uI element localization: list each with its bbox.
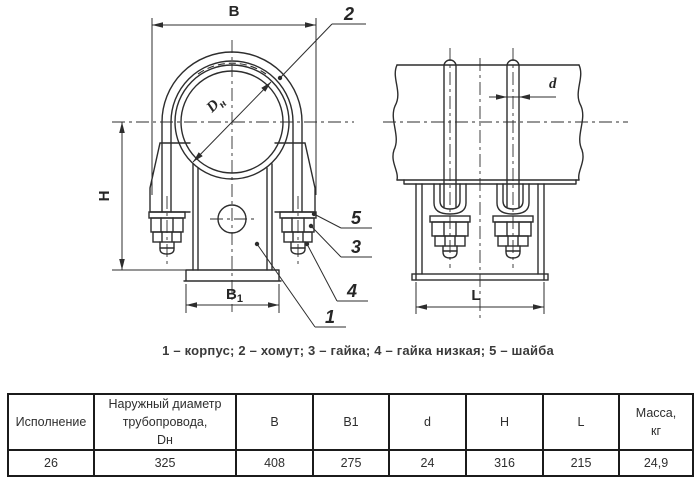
pipe-inner-circle — [180, 70, 284, 174]
table-header-cell: Исполнение — [7, 392, 95, 452]
table-header-cell: Масса, кг — [618, 392, 694, 452]
table-header-cell: B — [235, 392, 314, 452]
table-cell: 24,9 — [618, 449, 694, 478]
low-nut — [283, 231, 313, 243]
corpus-side — [403, 179, 577, 281]
l-label: L — [471, 287, 480, 304]
table-header-cell: d — [388, 392, 467, 452]
right-channel-inner — [502, 183, 524, 210]
callout-1: 1 — [254, 241, 346, 328]
table-cell: 316 — [465, 449, 544, 478]
left-channel-inner — [439, 183, 461, 210]
table-header-cell: L — [542, 392, 620, 452]
table-header-cell: H — [465, 392, 544, 452]
low-nut — [434, 235, 466, 247]
corpus-walls — [415, 183, 545, 281]
left-nut-stack — [148, 211, 186, 255]
table-data-row: 26 325 408 275 24 316 215 24,9 — [7, 449, 694, 478]
h-label: H — [96, 191, 113, 202]
dimensions-table: Исполнение Наружный диаметр трубопровода… — [7, 392, 694, 478]
dimension-B: B — [151, 3, 317, 195]
low-nut — [152, 231, 182, 243]
side-view-centerlines — [383, 48, 628, 318]
corpus-lugs — [149, 142, 316, 213]
break-line-left — [392, 64, 399, 181]
table-cell: 26 — [7, 449, 95, 478]
table-cell: 24 — [388, 449, 467, 478]
svg-text:5: 5 — [351, 208, 362, 228]
corpus-body — [183, 163, 282, 282]
corpus-hole — [217, 204, 247, 234]
front-view: Dн — [96, 3, 372, 328]
dimension-H: H — [96, 122, 186, 271]
dimension-L: L — [415, 282, 545, 314]
u-bolt-rods — [443, 59, 520, 208]
part-callouts: 2 5 3 4 — [254, 4, 372, 328]
corpus-top-flange — [403, 179, 577, 185]
table-header-cell: Наружный диаметр трубопровода, Dн — [93, 392, 237, 452]
clamp-band — [161, 51, 303, 213]
thread-dashed-arc — [197, 62, 267, 75]
left-channel-outer — [433, 183, 467, 215]
callout-2: 2 — [277, 4, 366, 81]
technical-drawing: Dн — [96, 3, 628, 328]
front-view-centerlines — [112, 40, 354, 312]
rod-tip — [290, 241, 306, 255]
right-lug — [274, 142, 316, 213]
b-label: B — [229, 3, 240, 20]
svg-text:4: 4 — [346, 281, 357, 301]
callout-5: 5 — [311, 208, 372, 229]
table-header-row: Исполнение Наружный диаметр трубопровода… — [7, 392, 694, 452]
table-cell: 275 — [312, 449, 390, 478]
pipe-side — [392, 64, 584, 181]
table-header-cell: B1 — [312, 392, 390, 452]
pipe-section — [174, 64, 290, 180]
pipe-outer-circle — [174, 64, 290, 180]
dn-label: Dн — [203, 93, 229, 119]
dimension-B1: B1 — [185, 284, 280, 313]
d-label: d — [549, 76, 557, 92]
side-right-nut-stack — [492, 215, 534, 259]
rod-tip — [442, 245, 458, 259]
corpus-base — [183, 269, 282, 282]
rod-tip — [505, 245, 521, 259]
table-cell: 325 — [93, 449, 237, 478]
table-cell: 215 — [542, 449, 620, 478]
svg-text:1: 1 — [325, 307, 335, 327]
rod-tip — [159, 241, 175, 255]
right-nut-stack — [279, 211, 317, 255]
side-left-nut-stack — [429, 215, 471, 259]
parts-caption: 1 – корпус; 2 – хомут; 3 – гайка; 4 – га… — [162, 343, 554, 358]
low-nut — [497, 235, 529, 247]
callout-3: 3 — [308, 223, 372, 258]
callout-4: 4 — [304, 241, 368, 302]
b1-label: B1 — [226, 286, 243, 305]
right-channel-outer — [496, 183, 530, 215]
svg-text:2: 2 — [343, 4, 354, 24]
corpus-base-plate — [411, 273, 549, 281]
side-view: d — [383, 48, 628, 318]
dimension-d: d — [489, 76, 557, 100]
svg-text:3: 3 — [351, 237, 361, 257]
table-cell: 408 — [235, 449, 314, 478]
break-line-right — [577, 64, 584, 181]
